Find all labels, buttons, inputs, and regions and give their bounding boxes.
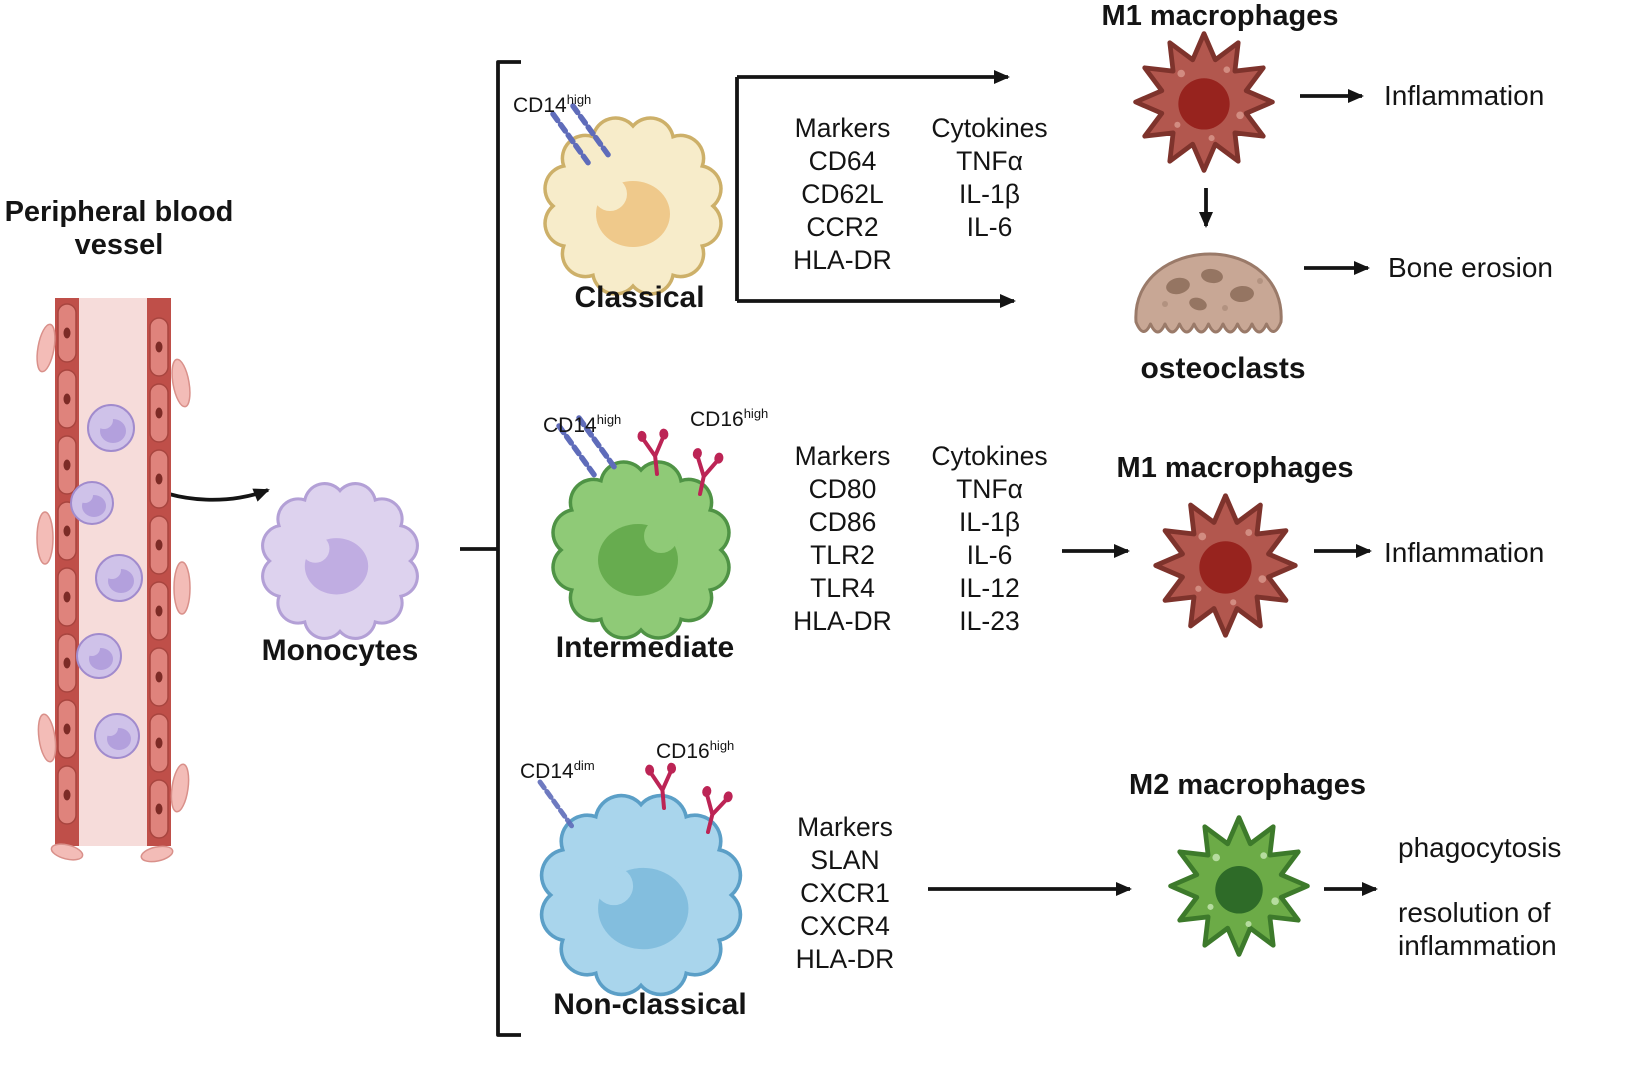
cytokine-item: TNFα [956, 146, 1023, 176]
marker-item: HLA-DR [793, 606, 892, 636]
nonclassical-monocyte-cell [522, 760, 743, 997]
m2-nucleus [1215, 866, 1263, 914]
cytokine-item: IL-1β [959, 179, 1020, 209]
classical-monocyte-cell [543, 92, 723, 296]
marker-item: CD80 [808, 474, 877, 504]
m1-nucleus [1199, 541, 1252, 594]
markers-header: Markers [794, 113, 891, 143]
nonclassical-cd16-label: CD16high [656, 738, 734, 764]
markers-header: Markers [794, 441, 891, 471]
marker-item: HLA-DR [793, 245, 892, 275]
classical-cytokines-list: Cytokines TNFα IL-1β IL-6 [922, 112, 1057, 244]
receptor-sup: high [743, 406, 769, 421]
m2-title: M2 macrophages [1129, 769, 1366, 801]
m1-macrophage-cell-top [1128, 26, 1280, 178]
receptor-base: CD16 [690, 408, 744, 431]
intermediate-label: Intermediate [555, 631, 735, 664]
classical-markers-list: Markers CD64 CD62L CCR2 HLA-DR [780, 112, 905, 277]
lumen-monocytes [70, 404, 143, 759]
endothelial-nuclei [63, 327, 163, 815]
resolution-label: resolution of inflammation [1398, 897, 1557, 961]
nonclassical-markers-list: Markers SLAN CXCR1 CXCR4 HLA-DR [780, 811, 910, 976]
marker-item: CD62L [801, 179, 884, 209]
intermediate-cytokines-list: Cytokines TNFα IL-1β IL-6 IL-12 IL-23 [922, 440, 1057, 638]
marker-item: CXCR4 [800, 911, 890, 941]
m1-mid-title: M1 macrophages [1116, 452, 1354, 484]
marker-item: CCR2 [806, 212, 879, 242]
osteoclasts-label: osteoclasts [1140, 352, 1306, 385]
phagocytosis-label: phagocytosis [1398, 832, 1562, 863]
intermediate-monocyte-cell [551, 414, 731, 640]
marker-item: CD86 [808, 507, 877, 537]
cytokine-item: IL-6 [966, 212, 1013, 242]
marker-item: HLA-DR [795, 944, 895, 974]
cytokine-item: IL-1β [959, 507, 1020, 537]
classical-label: Classical [574, 281, 705, 314]
inflammation-top-label: Inflammation [1384, 80, 1545, 111]
marker-item: SLAN [810, 845, 880, 875]
marker-item: CXCR1 [800, 878, 890, 908]
m1-macrophage-cell-mid [1148, 488, 1303, 643]
marker-item: TLR2 [810, 540, 875, 570]
intermediate-cd16-label: CD16high [690, 406, 768, 432]
monocytes-label: Monocytes [261, 634, 419, 667]
m1-top-title: M1 macrophages [1101, 0, 1339, 32]
cytokines-header: Cytokines [931, 441, 1048, 471]
blood-vessel-illustration [36, 298, 191, 863]
classical-cd14-label: CD14high [513, 92, 591, 118]
marker-item: CD64 [808, 146, 877, 176]
markers-header: Markers [797, 812, 893, 842]
cytokine-item: IL-23 [959, 606, 1020, 636]
receptor-base: CD14 [543, 414, 597, 437]
m2-macrophage-cell [1163, 810, 1315, 962]
osteoclast-nuclei [1166, 268, 1254, 311]
bone-erosion-label: Bone erosion [1388, 252, 1554, 283]
bracket [496, 60, 521, 1037]
receptor-base: CD14 [520, 760, 574, 783]
cytokines-header: Cytokines [931, 113, 1048, 143]
vessel-label: Peripheral blood vessel [4, 196, 234, 262]
inflammation-mid-label: Inflammation [1384, 537, 1545, 568]
receptor-sup: high [709, 738, 735, 753]
osteoclast-body [1134, 252, 1283, 334]
receptor-base: CD16 [656, 740, 710, 763]
receptor-sup: dim [573, 758, 595, 773]
cytokine-item: TNFα [956, 474, 1023, 504]
receptor-sup: high [596, 412, 622, 427]
receptor-base: CD14 [513, 94, 567, 117]
intermediate-markers-list: Markers CD80 CD86 TLR2 TLR4 HLA-DR [780, 440, 905, 638]
m1-nucleus [1178, 78, 1230, 130]
monocyte-cell [261, 482, 419, 640]
intermediate-cd14-label: CD14high [543, 412, 621, 438]
nonclassical-label: Non-classical [553, 988, 747, 1021]
osteoclast-cell [1134, 252, 1283, 334]
cd14-receptor-icon [540, 782, 572, 827]
vessel-outer-cells [36, 323, 191, 863]
marker-item: TLR4 [810, 573, 875, 603]
cytokine-item: IL-12 [959, 573, 1020, 603]
receptor-sup: high [566, 92, 592, 107]
cytokine-item: IL-6 [966, 540, 1013, 570]
nonclassical-cd14-label: CD14dim [520, 758, 595, 784]
